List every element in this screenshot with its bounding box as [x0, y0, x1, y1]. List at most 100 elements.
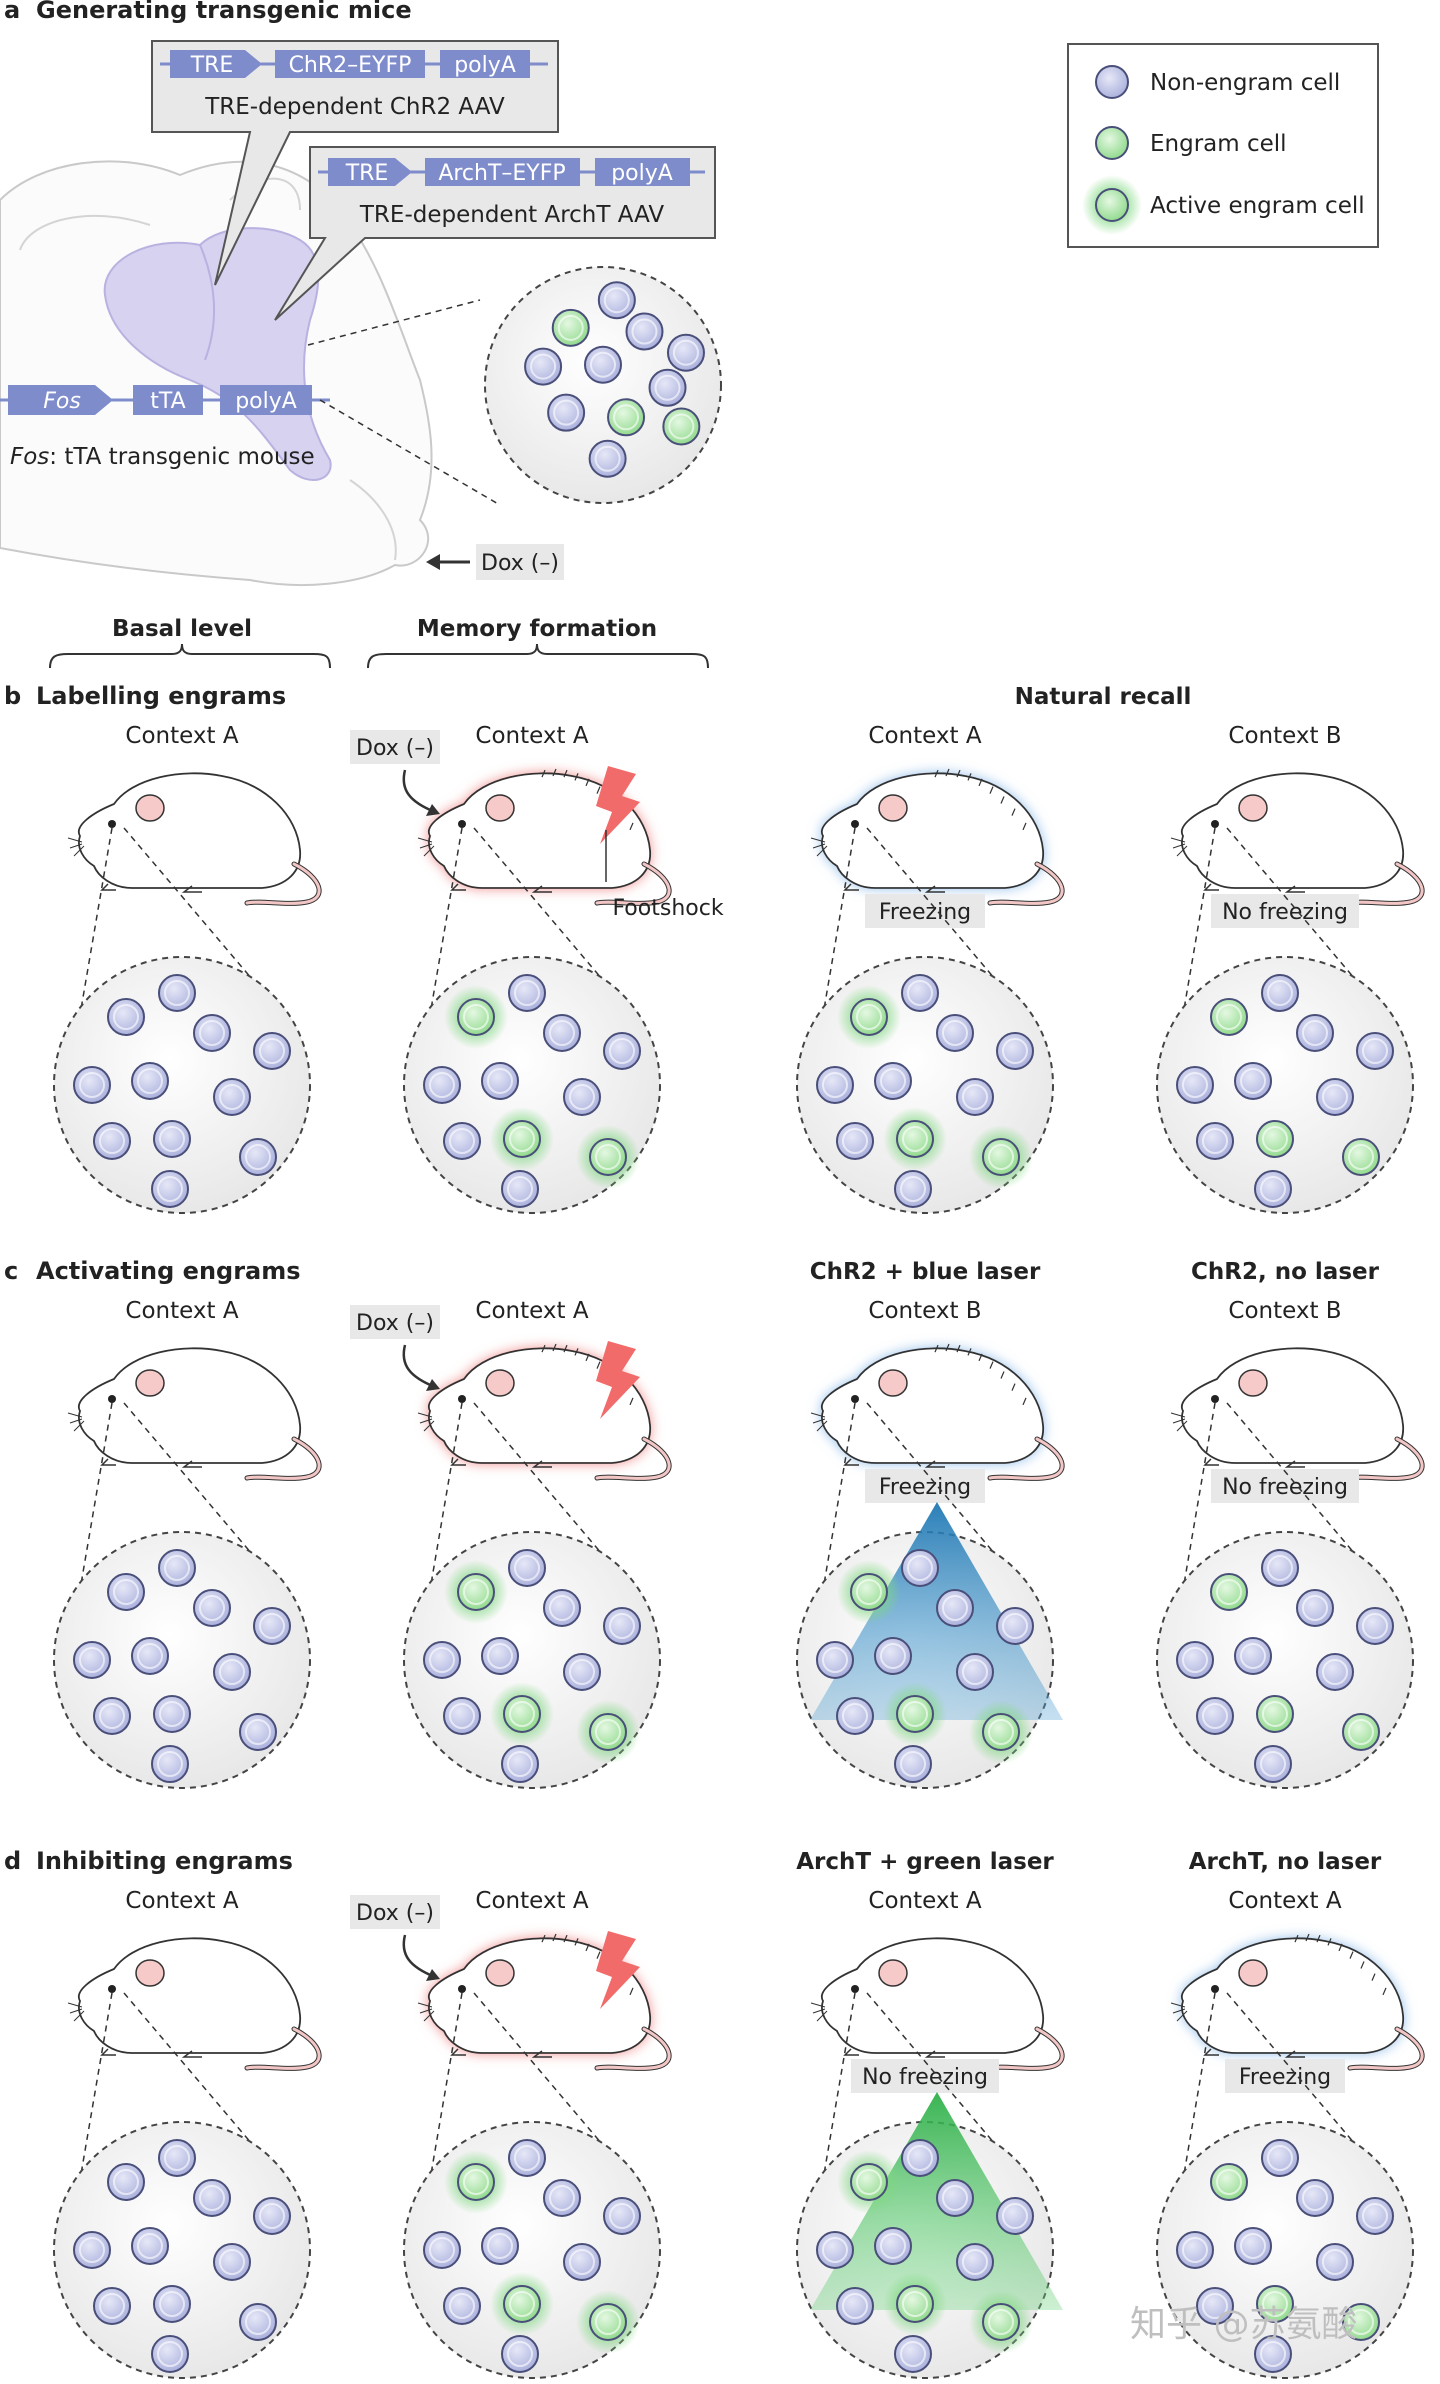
chr2-caption: TRE-dependent ChR2 AAV: [204, 94, 505, 120]
panel-b-dox-label: Dox (–): [356, 736, 434, 761]
chr2-aav-box: TRE ChR2–EYFP polyA TRE-dependent ChR2 A…: [151, 40, 559, 286]
panel-c-col2-cells-cell-5: [423, 1641, 461, 1679]
paws: [100, 2048, 202, 2058]
panel-d-col2-cells-cell-9: [490, 2272, 554, 2336]
panel-b-col3-context: Context A: [868, 723, 981, 749]
panel-c-col3-cells-cell-3: [936, 1589, 974, 1627]
fos-gene-polya: polyA: [235, 389, 297, 414]
eye: [458, 1985, 466, 1993]
cell-circle-a-cell-11: [588, 439, 627, 478]
panel-d-col4-cells-cell-6: [1234, 2227, 1272, 2265]
panel-d-col3-cells-cell-10: [969, 2290, 1033, 2354]
panel-d-col1-cells-cell-10: [239, 2303, 277, 2341]
panel-b-col3-cells-cell-11: [894, 1170, 932, 1208]
panel-a: a Generating transgenic mice TRE ChR2–EY…: [0, 0, 722, 586]
whiskers: [1170, 1412, 1188, 1432]
panel-c-col2-cells: [403, 1531, 661, 1789]
panel-c-col3-cells-cell-4: [996, 1607, 1034, 1645]
panel-c-col4-cells-cell-6: [1234, 1637, 1272, 1675]
panel-d-col4-cells-cell-9: [1256, 2285, 1294, 2323]
eye: [108, 820, 116, 828]
panel-d-col2-cells-cell-2: [508, 2139, 546, 2177]
panel-c-col4-header: ChR2, no laser: [1191, 1259, 1380, 1285]
stage-basal-level: Basal level: [112, 616, 252, 642]
panel-b-col4-cells-cell-6: [1234, 1062, 1272, 1100]
watermark: 知乎 @苏氨酸: [1130, 2304, 1357, 2345]
paws: [843, 883, 945, 893]
panel-b-col1-cells-cell-3: [193, 1014, 231, 1052]
eye: [108, 1395, 116, 1403]
panel-d-col1-cells: [53, 2121, 311, 2379]
panel-d-col2-cells-cell-10: [576, 2290, 640, 2354]
fur-hairs: [934, 1343, 1027, 1406]
panel-d-col1-cells-cell-3: [193, 2179, 231, 2217]
panel-d-col1-cells-cell-8: [93, 2287, 131, 2325]
panel-d-col1-cells-cell-6: [131, 2227, 169, 2265]
panel-b-col2-cells-cell-1: [444, 985, 508, 1049]
panel-d-col3-cells-cell-7: [956, 2243, 994, 2281]
chr2-gene-chr2-eyfp: ChR2–EYFP: [289, 53, 412, 78]
panel-d-col3-cells-cell-6: [874, 2227, 912, 2265]
panel-d-col1: Context A: [53, 1888, 322, 2379]
panel-d-col3-cells-cell-2: [901, 2139, 939, 2177]
panel-b-col1-cells-cell-6: [131, 1062, 169, 1100]
ear: [135, 1369, 165, 1397]
panel-d-col4-cells-cell-1: [1210, 2163, 1248, 2201]
cell-circle-panel-a: [484, 266, 722, 504]
panel-b-col3-cells-cell-6: [874, 1062, 912, 1100]
panel-d-dox-label: Dox (–): [356, 1901, 434, 1926]
ear: [485, 1959, 515, 1987]
panel-c-col3-response: Freezing: [865, 1469, 985, 1503]
panel-d-col4-cells-cell-4: [1356, 2197, 1394, 2235]
cell-circle-a: [484, 266, 722, 504]
panel-b-col3-cells-cell-2: [901, 974, 939, 1012]
panel-b-col4: Context BNo freezing: [1156, 723, 1425, 1214]
panel-b-col2-cells-cell-2: [508, 974, 546, 1012]
panel-b-col3-cells: [796, 956, 1054, 1214]
panel-d-col3-cells-cell-11: [894, 2335, 932, 2373]
panel-b-col2-cells: [403, 956, 661, 1214]
panel-b-col4-cells: [1156, 956, 1414, 1214]
cell-circle-a-cell-6: [584, 345, 622, 384]
panel-c-col3-context: Context B: [868, 1298, 981, 1324]
panel-c-col3-response-text: Freezing: [879, 1475, 971, 1500]
panel-c-col4-response: No freezing: [1211, 1469, 1359, 1503]
panel-c-col3-cells-cell-2: [901, 1549, 939, 1587]
cell-circle-a-cell-3: [625, 312, 664, 351]
panel-b-col1-mouse: [67, 772, 322, 906]
whiskers: [67, 837, 85, 857]
panel-c-col2-cells-cell-2: [508, 1549, 546, 1587]
panel-d-col4-response: Freezing: [1225, 2059, 1345, 2093]
paws: [450, 2048, 552, 2058]
panel-b-col4-response-text: No freezing: [1222, 900, 1348, 925]
panel-b-col4-cells-cell-2: [1261, 974, 1299, 1012]
legend: Non-engram cell Engram cell Active engra…: [1067, 43, 1379, 248]
panel-b-col1-context: Context A: [125, 723, 238, 749]
panel-d-col1-cells-cell-4: [253, 2197, 291, 2235]
panel-b-col2-mouse: [417, 768, 672, 906]
panel-c-col2-mouse: [417, 1343, 672, 1481]
panel-c-col4-cells-cell-10: [1342, 1713, 1380, 1751]
ear: [485, 794, 515, 822]
fos-gene-fos: Fos: [43, 389, 81, 414]
panel-c-col2-cells-cell-8: [443, 1697, 481, 1735]
panel-d-col4-context: Context A: [1228, 1888, 1341, 1914]
archt-gene-tre: TRE: [345, 161, 389, 186]
fos-gene-tta: tTA: [150, 389, 185, 414]
panel-c-col3-mouse: [810, 1343, 1065, 1481]
whiskers: [810, 1412, 828, 1432]
panel-b-col4-cells-cell-9: [1256, 1120, 1294, 1158]
whiskers: [810, 2002, 828, 2022]
panel-b-footshock-icon: [596, 766, 640, 844]
panel-d-col1-mouse: [67, 1937, 322, 2071]
panel-c-col4-cells-cell-11: [1254, 1745, 1292, 1783]
panel-b-col4-cells-cell-7: [1316, 1078, 1354, 1116]
panel-d-col1-cells-cell-9: [153, 2285, 191, 2323]
panel-b-col4-cells-cell-3: [1296, 1014, 1334, 1052]
paws: [843, 1458, 945, 1468]
archt-gene-archt-eyfp: ArchT–EYFP: [438, 161, 565, 186]
